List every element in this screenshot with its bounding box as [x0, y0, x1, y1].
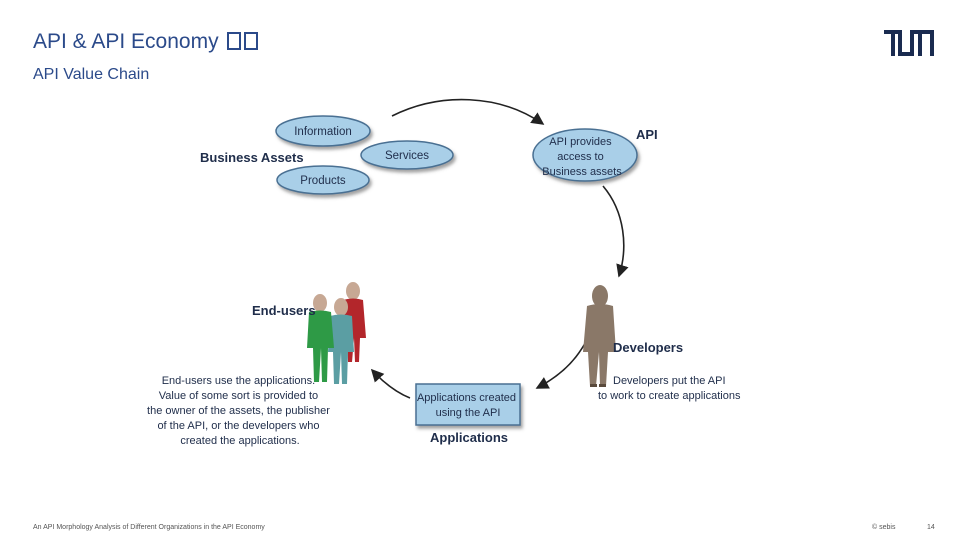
page-title-text: API & API Economy: [33, 30, 219, 53]
services-label: Services: [385, 150, 429, 162]
missing-glyph-icon: [227, 32, 242, 50]
tum-logo-icon: [884, 30, 934, 56]
page-subtitle: API Value Chain: [33, 66, 150, 83]
information-bubble: [275, 115, 371, 147]
end-users-note-line: created the applications.: [180, 435, 299, 447]
developers-note-line: Developers put the API: [613, 375, 726, 387]
business-assets-label: Business Assets: [200, 150, 304, 165]
information-label: Information: [294, 126, 352, 138]
applications-box-line: using the API: [436, 407, 501, 419]
footer-source: An API Morphology Analysis of Different …: [33, 524, 265, 531]
developers-label: Developers: [613, 340, 683, 355]
arrow-api-to-developers: [602, 185, 629, 278]
end-users-note-line: the owner of the assets, the publisher: [147, 405, 330, 417]
applications-label: Applications: [430, 430, 508, 445]
applications-box-text: Applications created using the API: [417, 392, 519, 419]
api-bubble: [532, 128, 638, 182]
end-users-note: End-users use the applications. Value of…: [147, 375, 333, 447]
services-bubble: [360, 140, 454, 170]
arrow-assets-to-api: [391, 98, 545, 125]
developers-note: Developers put the API to work to create…: [598, 375, 741, 402]
developer-figure-icon: [583, 285, 616, 387]
end-users-label: End-users: [252, 303, 316, 318]
products-bubble: [276, 165, 370, 195]
applications-box-line: Applications created: [417, 392, 516, 404]
end-users-note-line: of the API, or the developers who: [157, 420, 319, 432]
api-label: API: [636, 127, 658, 142]
missing-glyph-icon: [244, 32, 259, 50]
end-users-note-line: End-users use the applications.: [162, 375, 315, 387]
end-users-note-line: Value of some sort is provided to: [159, 390, 318, 402]
page-number: 14: [927, 524, 935, 531]
developers-note-line: to work to create applications: [598, 390, 741, 402]
api-bubble-line: API provides: [549, 136, 612, 148]
api-bubble-text: API provides access to Business assets: [542, 136, 622, 178]
page-title: API & API Economy: [33, 30, 259, 54]
end-users-figures-icon: [307, 282, 366, 384]
arrow-applications-to-endusers: [370, 368, 411, 399]
applications-box: [415, 383, 521, 426]
products-label: Products: [300, 175, 346, 187]
api-bubble-line: Business assets: [542, 166, 622, 178]
api-bubble-line: access to: [557, 151, 603, 163]
footer-copyright: © sebis: [872, 524, 896, 531]
